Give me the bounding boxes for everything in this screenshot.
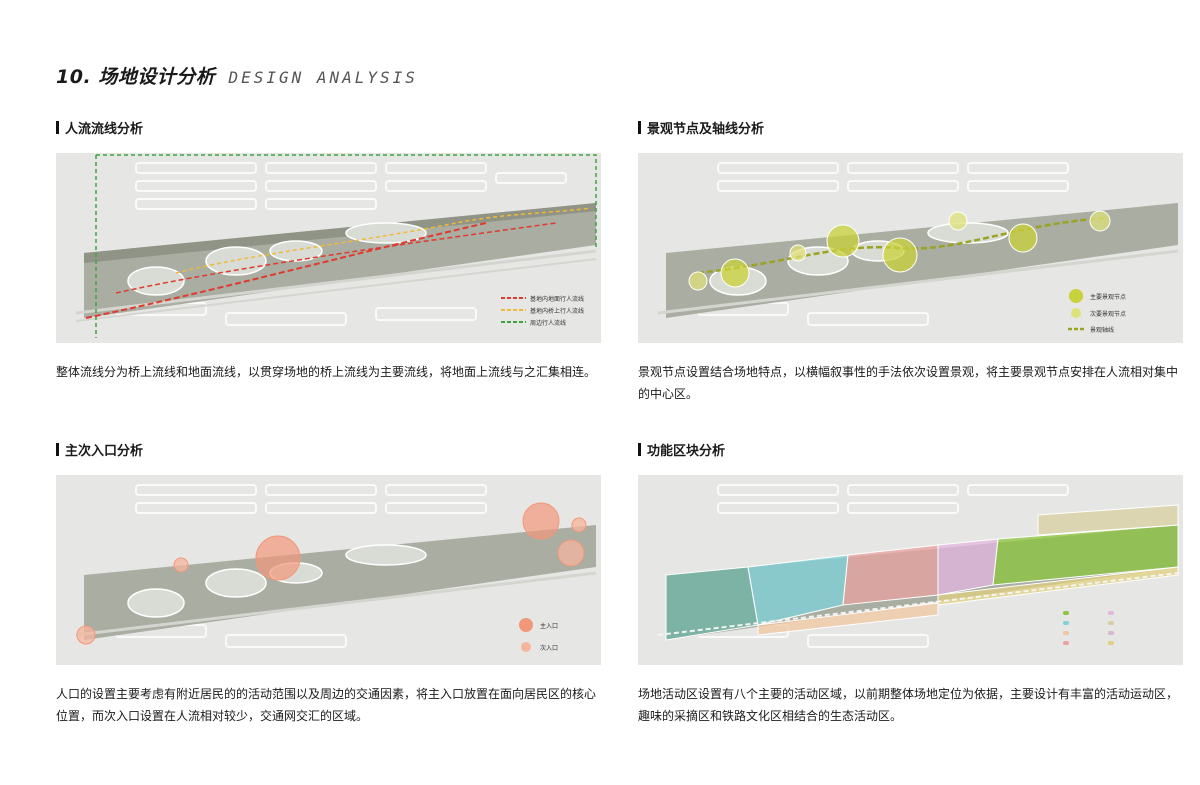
heading-text: 主次入口分析 [65,444,144,459]
site-edge [84,203,596,263]
title-number: 10. [56,66,92,88]
minor-node [948,211,968,231]
entrance-map: 主入口 次入口 [56,475,601,665]
heading-text: 景观节点及轴线分析 [647,122,765,137]
site-plot [666,203,1178,318]
legend-major: 主要景观节点 [1090,293,1126,301]
site-paths [127,222,427,296]
legend-perimeter: 周边行人流线 [530,319,566,327]
heading-bar [638,443,641,456]
legend-secondary: 次入口 [540,644,558,652]
title-en: DESIGN ANALYSIS [228,68,418,87]
heading-bar [638,121,641,134]
main-entrance [255,535,301,581]
minor-nodes [688,210,1111,291]
minor-node [688,271,708,291]
legend-main: 主入口 [540,622,558,630]
function-map [638,475,1183,665]
minor-node [789,244,807,262]
heading-text: 功能区块分析 [647,444,726,459]
legend-axis: 景观轴线 [1090,326,1114,334]
rail-line [75,249,597,315]
heading-bar [56,443,59,456]
section-heading: 主次入口分析 [56,440,143,459]
rail-line [657,249,1179,315]
legend-swatch [1063,631,1069,635]
heading-text: 人流流线分析 [65,122,144,137]
section-heading: 功能区块分析 [638,440,725,459]
entrance-legend: 主入口 次入口 [519,618,558,652]
rail-line-2 [75,258,597,322]
legend-swatch-main [519,618,533,632]
flow-legend: 基地内地面行人流线 基地内桥上行人流线 周边行人流线 [501,295,584,327]
major-node [826,224,860,258]
page-title: 10. 场地设计分析 DESIGN ANALYSIS [56,62,418,89]
zone [842,544,939,606]
zone [757,602,939,636]
ground-flow-2 [115,222,557,294]
legend-swatch [1063,611,1069,615]
major-node [1008,223,1038,253]
residential-blocks [115,484,487,648]
panel-caption: 场地活动区设置有八个主要的活动区域，以前期整体场地定位为依据，主要设计有丰富的活… [638,687,1179,723]
ground-flow [85,222,487,319]
secondary-entrance [173,557,189,573]
legend-swatch [1063,641,1069,645]
zone-legend [1063,611,1114,645]
main-entrances [255,502,560,581]
legend-swatch [1108,611,1114,615]
legend-ground: 基地内地面行人流线 [530,295,584,303]
legend-minor: 次要景观节点 [1090,310,1126,318]
landscape-map: 主要景观节点 次要景观节点 景观轴线 [638,153,1183,343]
legend-swatch [1063,621,1069,625]
panel-caption: 景观节点设置结合场地特点，以横幅叙事性的手法依次设置景观，将主要景观节点安排在人… [638,365,1179,401]
legend-swatch-major [1069,289,1083,303]
site-plot [84,525,596,640]
section-heading: 景观节点及轴线分析 [638,118,764,137]
section-heading: 人流流线分析 [56,118,143,137]
perimeter-flow [95,154,597,338]
legend-swatch [1108,631,1114,635]
main-entrance [522,502,560,540]
flow-map: 基地内地面行人流线 基地内桥上行人流线 周边行人流线 [56,153,601,343]
major-node [720,258,750,288]
minor-node [1089,210,1111,232]
rail-line [657,572,1179,636]
secondary-entrance [557,539,585,567]
secondary-entrance [76,625,96,645]
zone [1037,504,1179,536]
legend-swatch-secondary [521,642,531,652]
heading-bar [56,121,59,134]
residential-blocks [115,162,567,326]
residential-blocks [697,162,1069,326]
landscape-legend: 主要景观节点 次要景观节点 景观轴线 [1068,289,1126,334]
rail-line [75,571,597,637]
secondary-entrance [571,517,587,533]
panel-caption: 人口的设置主要考虑有附近居民的的活动范围以及周边的交通因素，将主入口放置在面向居… [56,687,597,723]
major-nodes [720,223,1038,288]
panel-caption: 整体流线分为桥上流线和地面流线，以贯穿场地的桥上流线为主要流线，将地面上流线与之… [56,365,597,379]
legend-bridge: 基地内桥上行人流线 [530,307,584,315]
legend-swatch-minor [1071,308,1081,318]
title-zh: 场地设计分析 [98,66,216,88]
legend-swatch [1108,621,1114,625]
legend-swatch [1108,641,1114,645]
major-node [882,237,918,273]
secondary-entrances [76,517,587,645]
